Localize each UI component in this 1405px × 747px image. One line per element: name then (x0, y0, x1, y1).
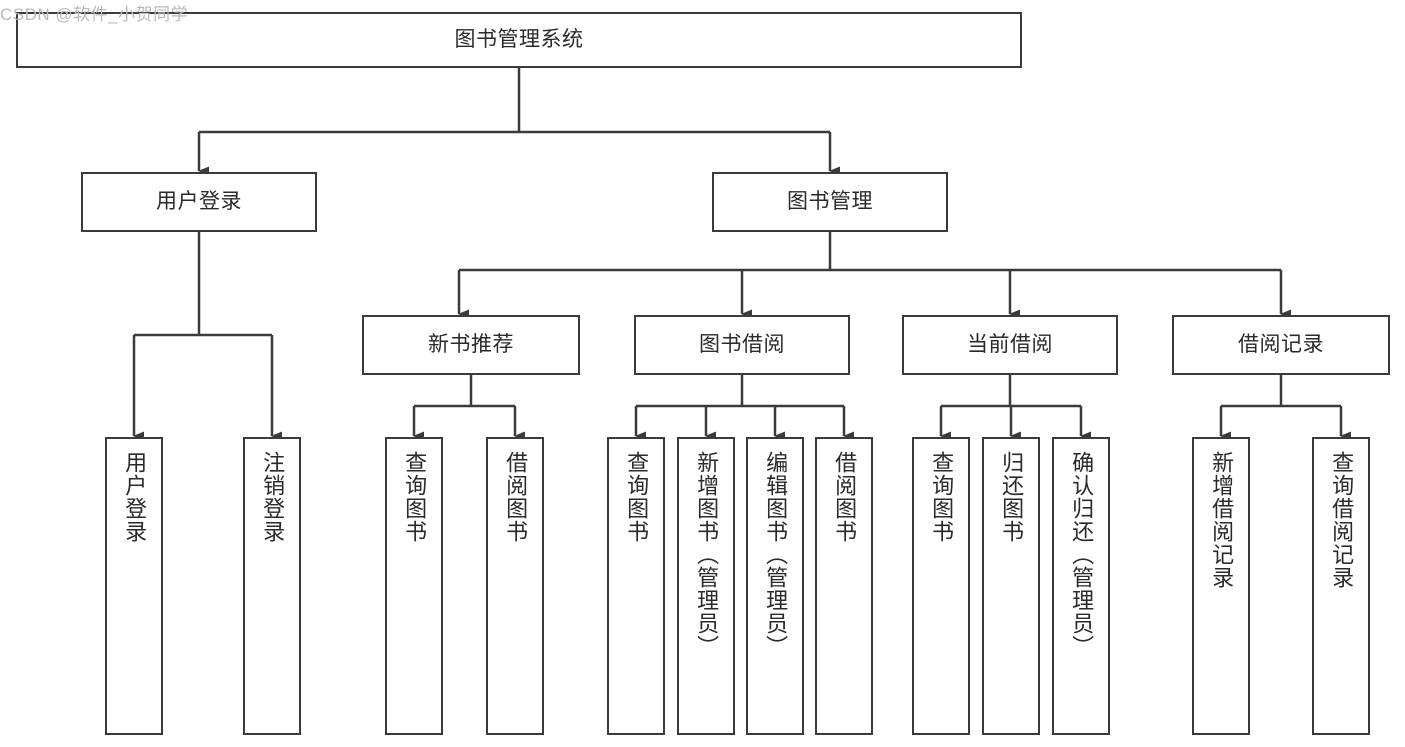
node-leaf-5[interactable]: 新增图书（管理员） (677, 437, 735, 735)
node-leaf-11[interactable]: 新增借阅记录 (1192, 437, 1250, 735)
node-leaf-10[interactable]: 确认归还（管理员） (1052, 437, 1110, 735)
tree-connectors (132, 68, 1351, 441)
node-label-归还图书: 归还图书 (999, 451, 1025, 543)
node-label-新增借阅记录: 新增借阅记录 (1209, 451, 1235, 589)
node-leaf-1[interactable]: 注销登录 (243, 437, 301, 735)
node-leaf-7[interactable]: 借阅图书 (815, 437, 873, 735)
node-label-查询借阅记录: 查询借阅记录 (1329, 451, 1355, 589)
node-label-借阅图书: 借阅图书 (832, 451, 858, 543)
node-label-确认归还管理员: 确认归还（管理员） (1069, 451, 1095, 658)
node-label-注销登录: 注销登录 (260, 451, 286, 543)
node-level3-2[interactable]: 当前借阅 (902, 315, 1118, 375)
node-leaf-6[interactable]: 编辑图书（管理员） (746, 437, 804, 735)
node-leaf-8[interactable]: 查询图书 (912, 437, 970, 735)
node-level3-1[interactable]: 图书借阅 (634, 315, 850, 375)
node-leaf-12[interactable]: 查询借阅记录 (1312, 437, 1370, 735)
node-leaf-4[interactable]: 查询图书 (607, 437, 665, 735)
node-level2-0[interactable]: 用户登录 (81, 172, 317, 232)
node-label-查询图书: 查询图书 (624, 451, 650, 543)
node-label-查询图书: 查询图书 (402, 451, 428, 543)
node-label-用户登录: 用户登录 (156, 189, 242, 213)
node-label-新增图书管理员: 新增图书（管理员） (694, 451, 720, 658)
node-label-用户登录: 用户登录 (122, 451, 148, 543)
node-leaf-2[interactable]: 查询图书 (385, 437, 443, 735)
node-leaf-3[interactable]: 借阅图书 (486, 437, 544, 735)
node-label-借阅图书: 借阅图书 (503, 451, 529, 543)
node-level3-3[interactable]: 借阅记录 (1172, 315, 1390, 375)
node-level3-0[interactable]: 新书推荐 (362, 315, 580, 375)
node-label-图书管理系统: 图书管理系统 (454, 27, 584, 51)
node-leaf-9[interactable]: 归还图书 (982, 437, 1040, 735)
node-label-编辑图书管理员: 编辑图书（管理员） (763, 451, 789, 658)
node-level2-1[interactable]: 图书管理 (712, 172, 948, 232)
csdn-watermark: CSDN @软件_小贺同学 (0, 5, 189, 24)
node-label-借阅记录: 借阅记录 (1238, 332, 1324, 356)
node-root-0[interactable]: 图书管理系统 (16, 12, 1022, 68)
node-label-当前借阅: 当前借阅 (967, 332, 1053, 356)
node-label-图书借阅: 图书借阅 (699, 332, 785, 356)
node-label-图书管理: 图书管理 (787, 189, 873, 213)
node-leaf-0[interactable]: 用户登录 (105, 437, 163, 735)
node-label-查询图书: 查询图书 (929, 451, 955, 543)
node-label-新书推荐: 新书推荐 (428, 332, 514, 356)
